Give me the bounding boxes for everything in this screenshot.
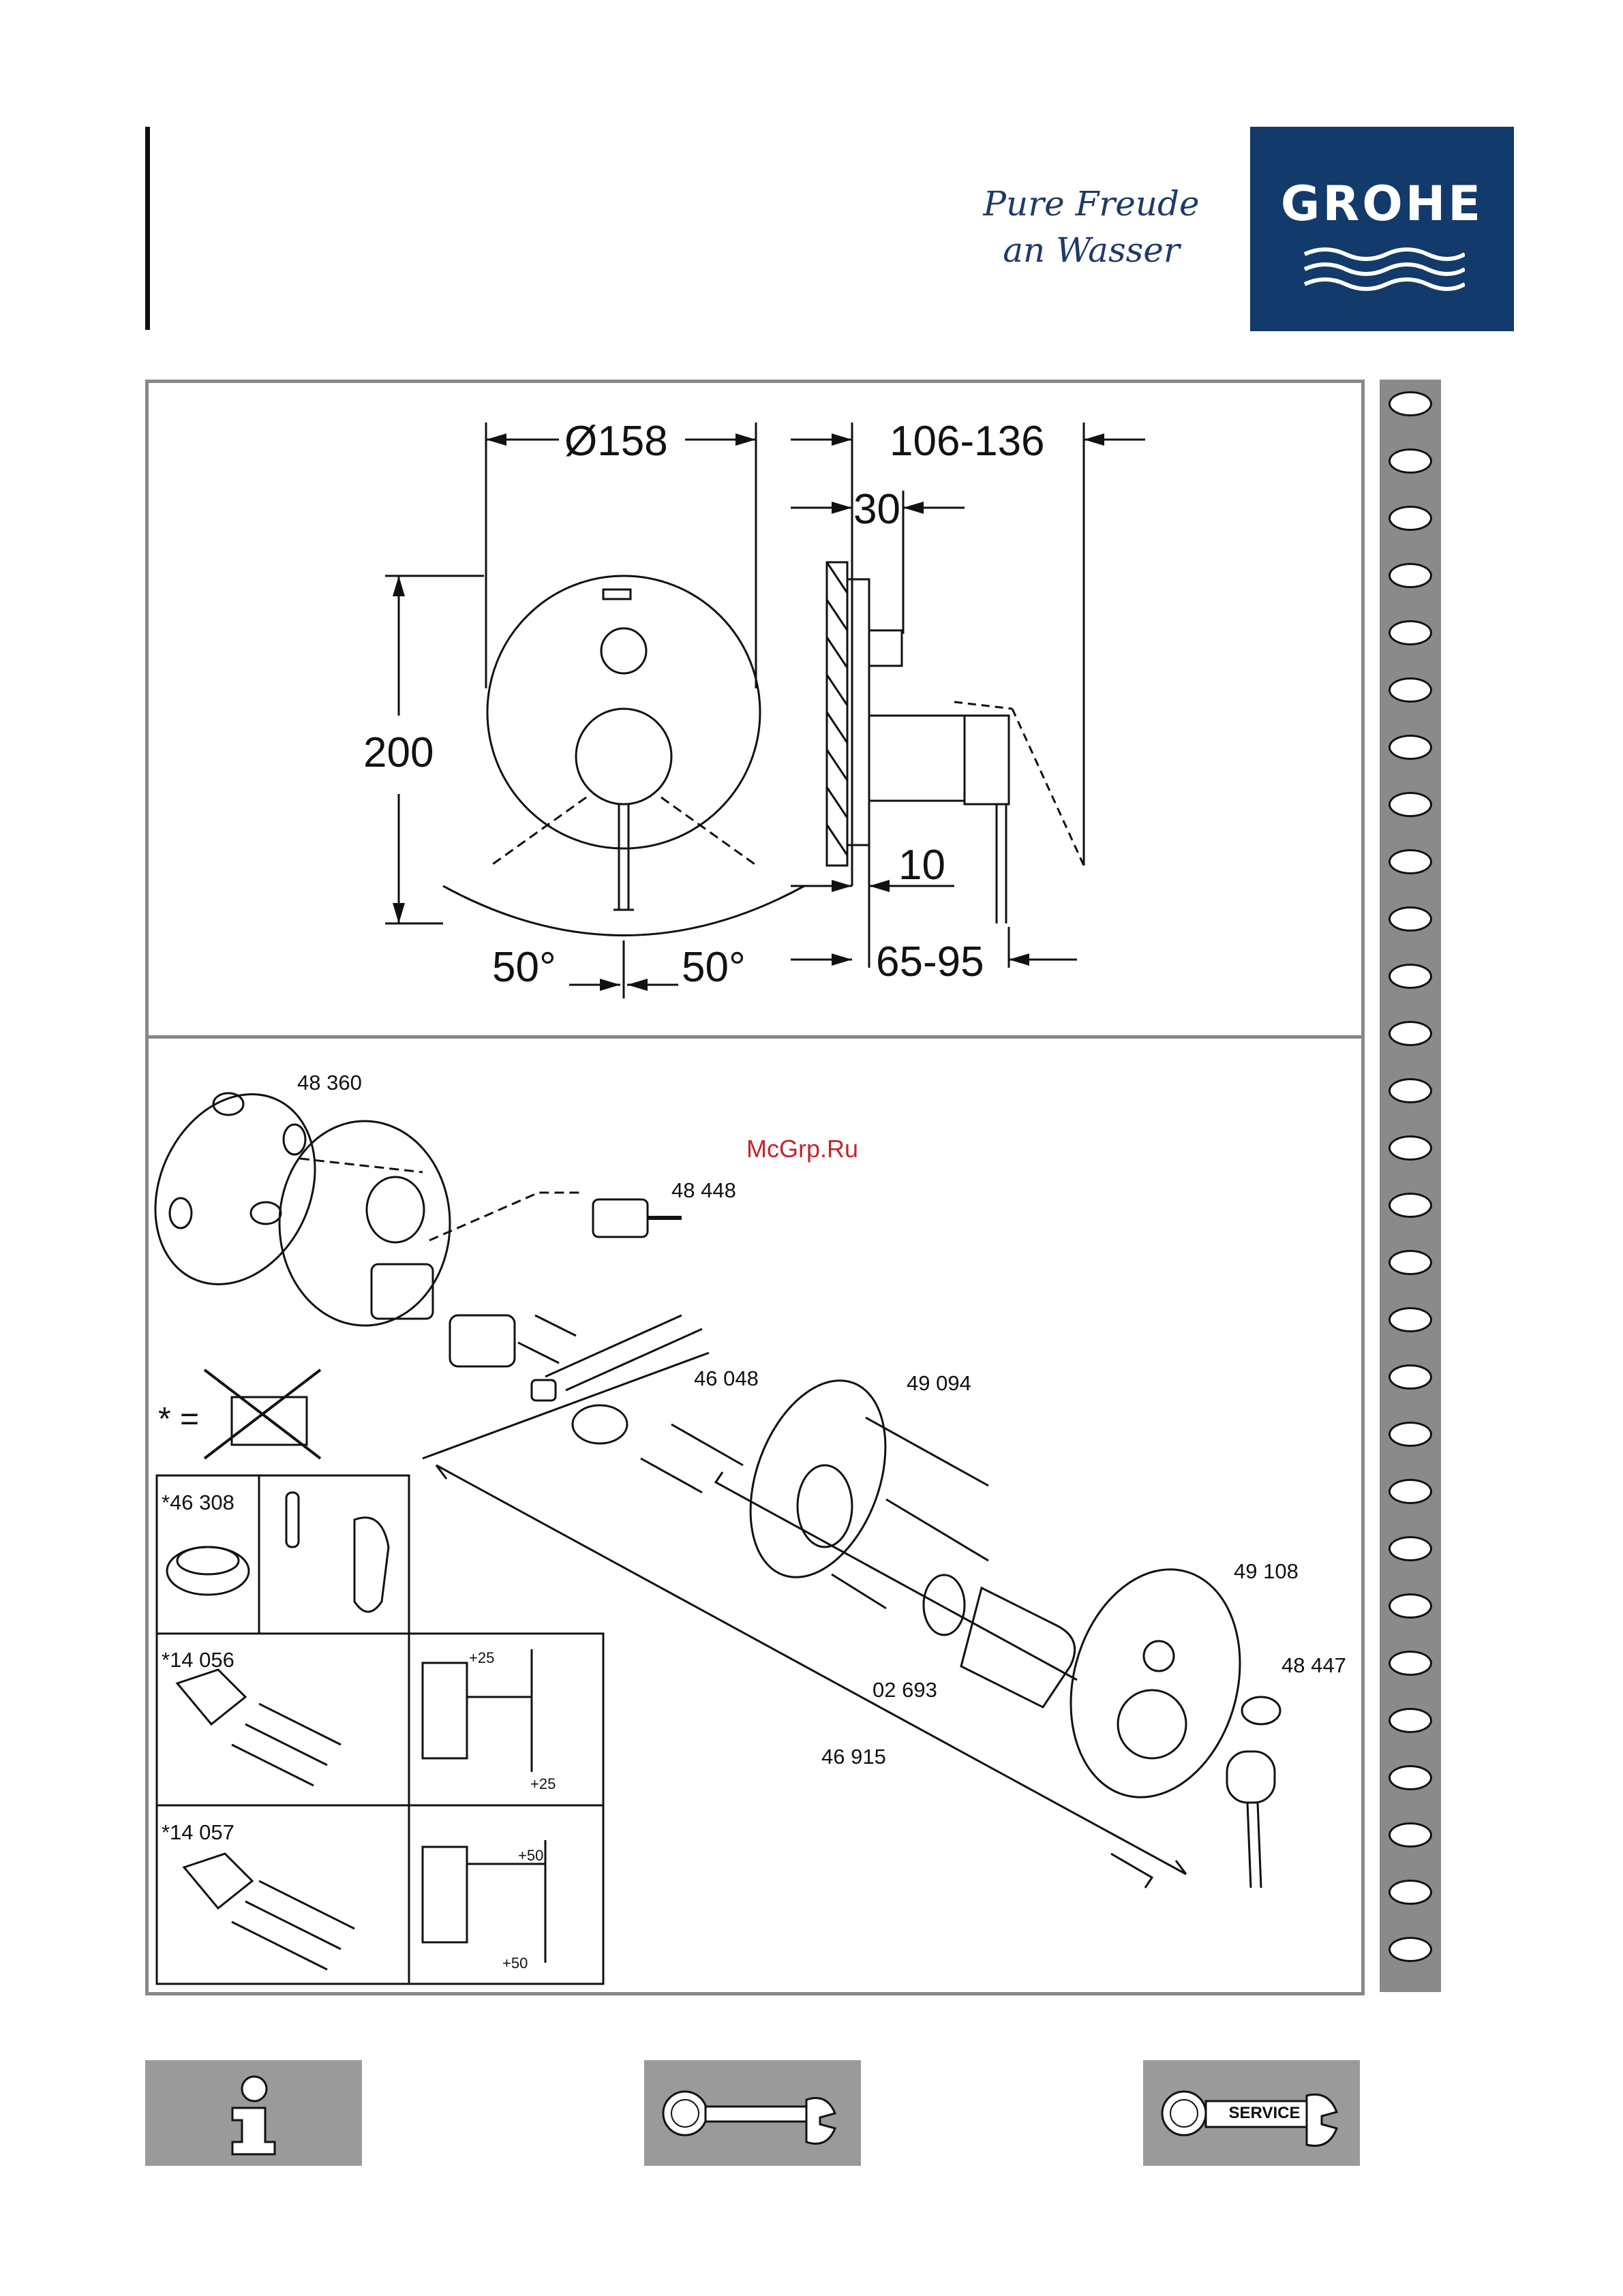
accessory-14057: *14 057: [162, 1820, 234, 1844]
index-oval: [1389, 964, 1432, 989]
index-oval: [1389, 1193, 1432, 1218]
index-oval: [1389, 1765, 1432, 1790]
index-oval: [1389, 1937, 1432, 1962]
star-equals: * =: [158, 1401, 199, 1437]
index-oval: [1389, 792, 1432, 817]
index-oval: [1389, 849, 1432, 874]
offset-plus25-bottom: +25: [530, 1775, 556, 1792]
offset-plus25-top: +25: [469, 1649, 494, 1666]
part-02693: 02 693: [873, 1678, 937, 1702]
watermark: McGrp.Ru: [746, 1135, 858, 1163]
index-oval: [1389, 677, 1432, 703]
part-46048: 46 048: [694, 1366, 759, 1390]
index-oval: [1389, 1536, 1432, 1561]
index-oval: [1389, 1822, 1432, 1848]
index-oval: [1389, 506, 1432, 531]
index-oval: [1389, 391, 1432, 416]
index-oval: [1389, 1250, 1432, 1275]
service-label: SERVICE: [1220, 2104, 1309, 2123]
index-oval: [1389, 1880, 1432, 1905]
offset-plus50-bottom: +50: [502, 1955, 528, 1972]
accessory-46308: *46 308: [162, 1490, 234, 1514]
index-oval: [1389, 448, 1432, 474]
wrench-icon: [644, 2060, 861, 2166]
index-oval: [1389, 620, 1432, 645]
part-48360: 48 360: [297, 1071, 362, 1095]
part-49108: 49 108: [1234, 1559, 1299, 1583]
index-oval: [1389, 906, 1432, 932]
index-oval: [1389, 1651, 1432, 1676]
index-oval: [1389, 1078, 1432, 1103]
index-oval: [1389, 1593, 1432, 1619]
index-oval: [1389, 1708, 1432, 1733]
info-icon: [145, 2060, 362, 2166]
page-index-strip: [1380, 380, 1441, 1992]
index-oval: [1389, 1364, 1432, 1390]
index-oval: [1389, 563, 1432, 588]
offset-plus50-top: +50: [518, 1847, 543, 1864]
service-button[interactable]: SERVICE: [1143, 2060, 1360, 2166]
index-oval: [1389, 1135, 1432, 1161]
index-oval: [1389, 1422, 1432, 1447]
installation-button[interactable]: [644, 2060, 861, 2166]
index-oval: [1389, 735, 1432, 760]
part-46915: 46 915: [821, 1745, 886, 1769]
part-48448: 48 448: [671, 1178, 736, 1202]
accessory-14056: *14 056: [162, 1648, 234, 1672]
index-oval: [1389, 1479, 1432, 1504]
part-48447: 48 447: [1281, 1653, 1346, 1677]
info-button[interactable]: [145, 2060, 362, 2166]
index-oval: [1389, 1307, 1432, 1332]
part-49094: 49 094: [907, 1371, 971, 1395]
index-oval: [1389, 1021, 1432, 1046]
